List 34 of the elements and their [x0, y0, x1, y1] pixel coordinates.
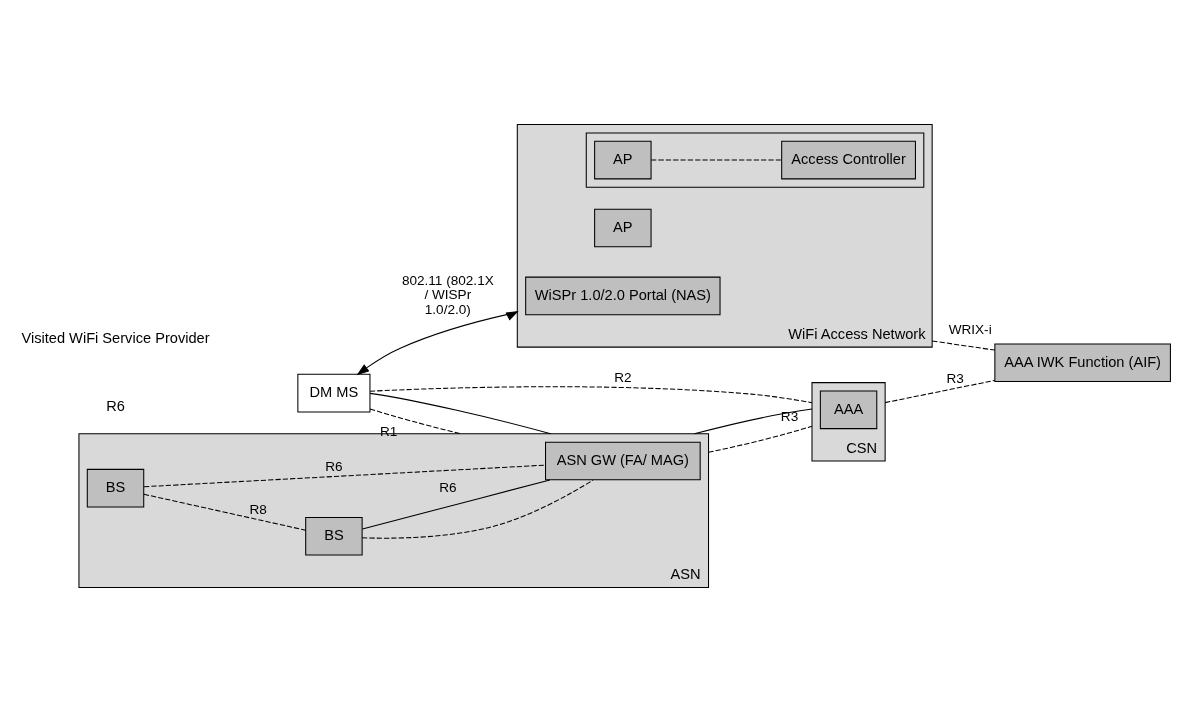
connector: [693, 408, 813, 434]
node-box: AP: [594, 140, 652, 179]
connector: [931, 339, 996, 351]
label: R6: [106, 397, 125, 414]
edge-label: R3: [946, 370, 964, 386]
connector: [369, 385, 813, 403]
edge-label: R3: [780, 408, 799, 424]
label: Visited WiFi Service Provider: [21, 329, 210, 346]
node-box: BS: [86, 468, 145, 507]
connector: [143, 493, 307, 531]
connector: [369, 392, 552, 434]
node-box: AP: [594, 208, 652, 247]
connector: [884, 379, 996, 403]
connector: [650, 159, 782, 161]
arrow: [356, 310, 519, 375]
node-box: AAA IWK Function (AIF): [994, 342, 1171, 382]
connector: [708, 425, 813, 453]
edge-label: R8: [249, 501, 267, 517]
node-box: BS: [305, 516, 363, 556]
connector: [143, 464, 546, 487]
connector: [369, 407, 462, 434]
connector: [361, 479, 594, 539]
edge-label: R2: [614, 369, 632, 385]
node-box: Access Controller: [781, 140, 916, 179]
node-box: WiSPr 1.0/2.0 Portal (NAS): [525, 276, 721, 315]
edge-label: 802.11 (802.1X / WISPr 1.0/2.0): [401, 272, 494, 317]
edge-label: WRIX-i: [948, 321, 992, 337]
edge-label: R6: [439, 479, 457, 495]
node-box: ASN GW (FA/ MAG): [545, 441, 701, 480]
edge-label: R6: [325, 458, 343, 474]
node-box: AAA: [819, 390, 878, 429]
cluster: [585, 131, 925, 188]
node-box: DM MS: [297, 373, 371, 412]
connector: [361, 478, 551, 530]
